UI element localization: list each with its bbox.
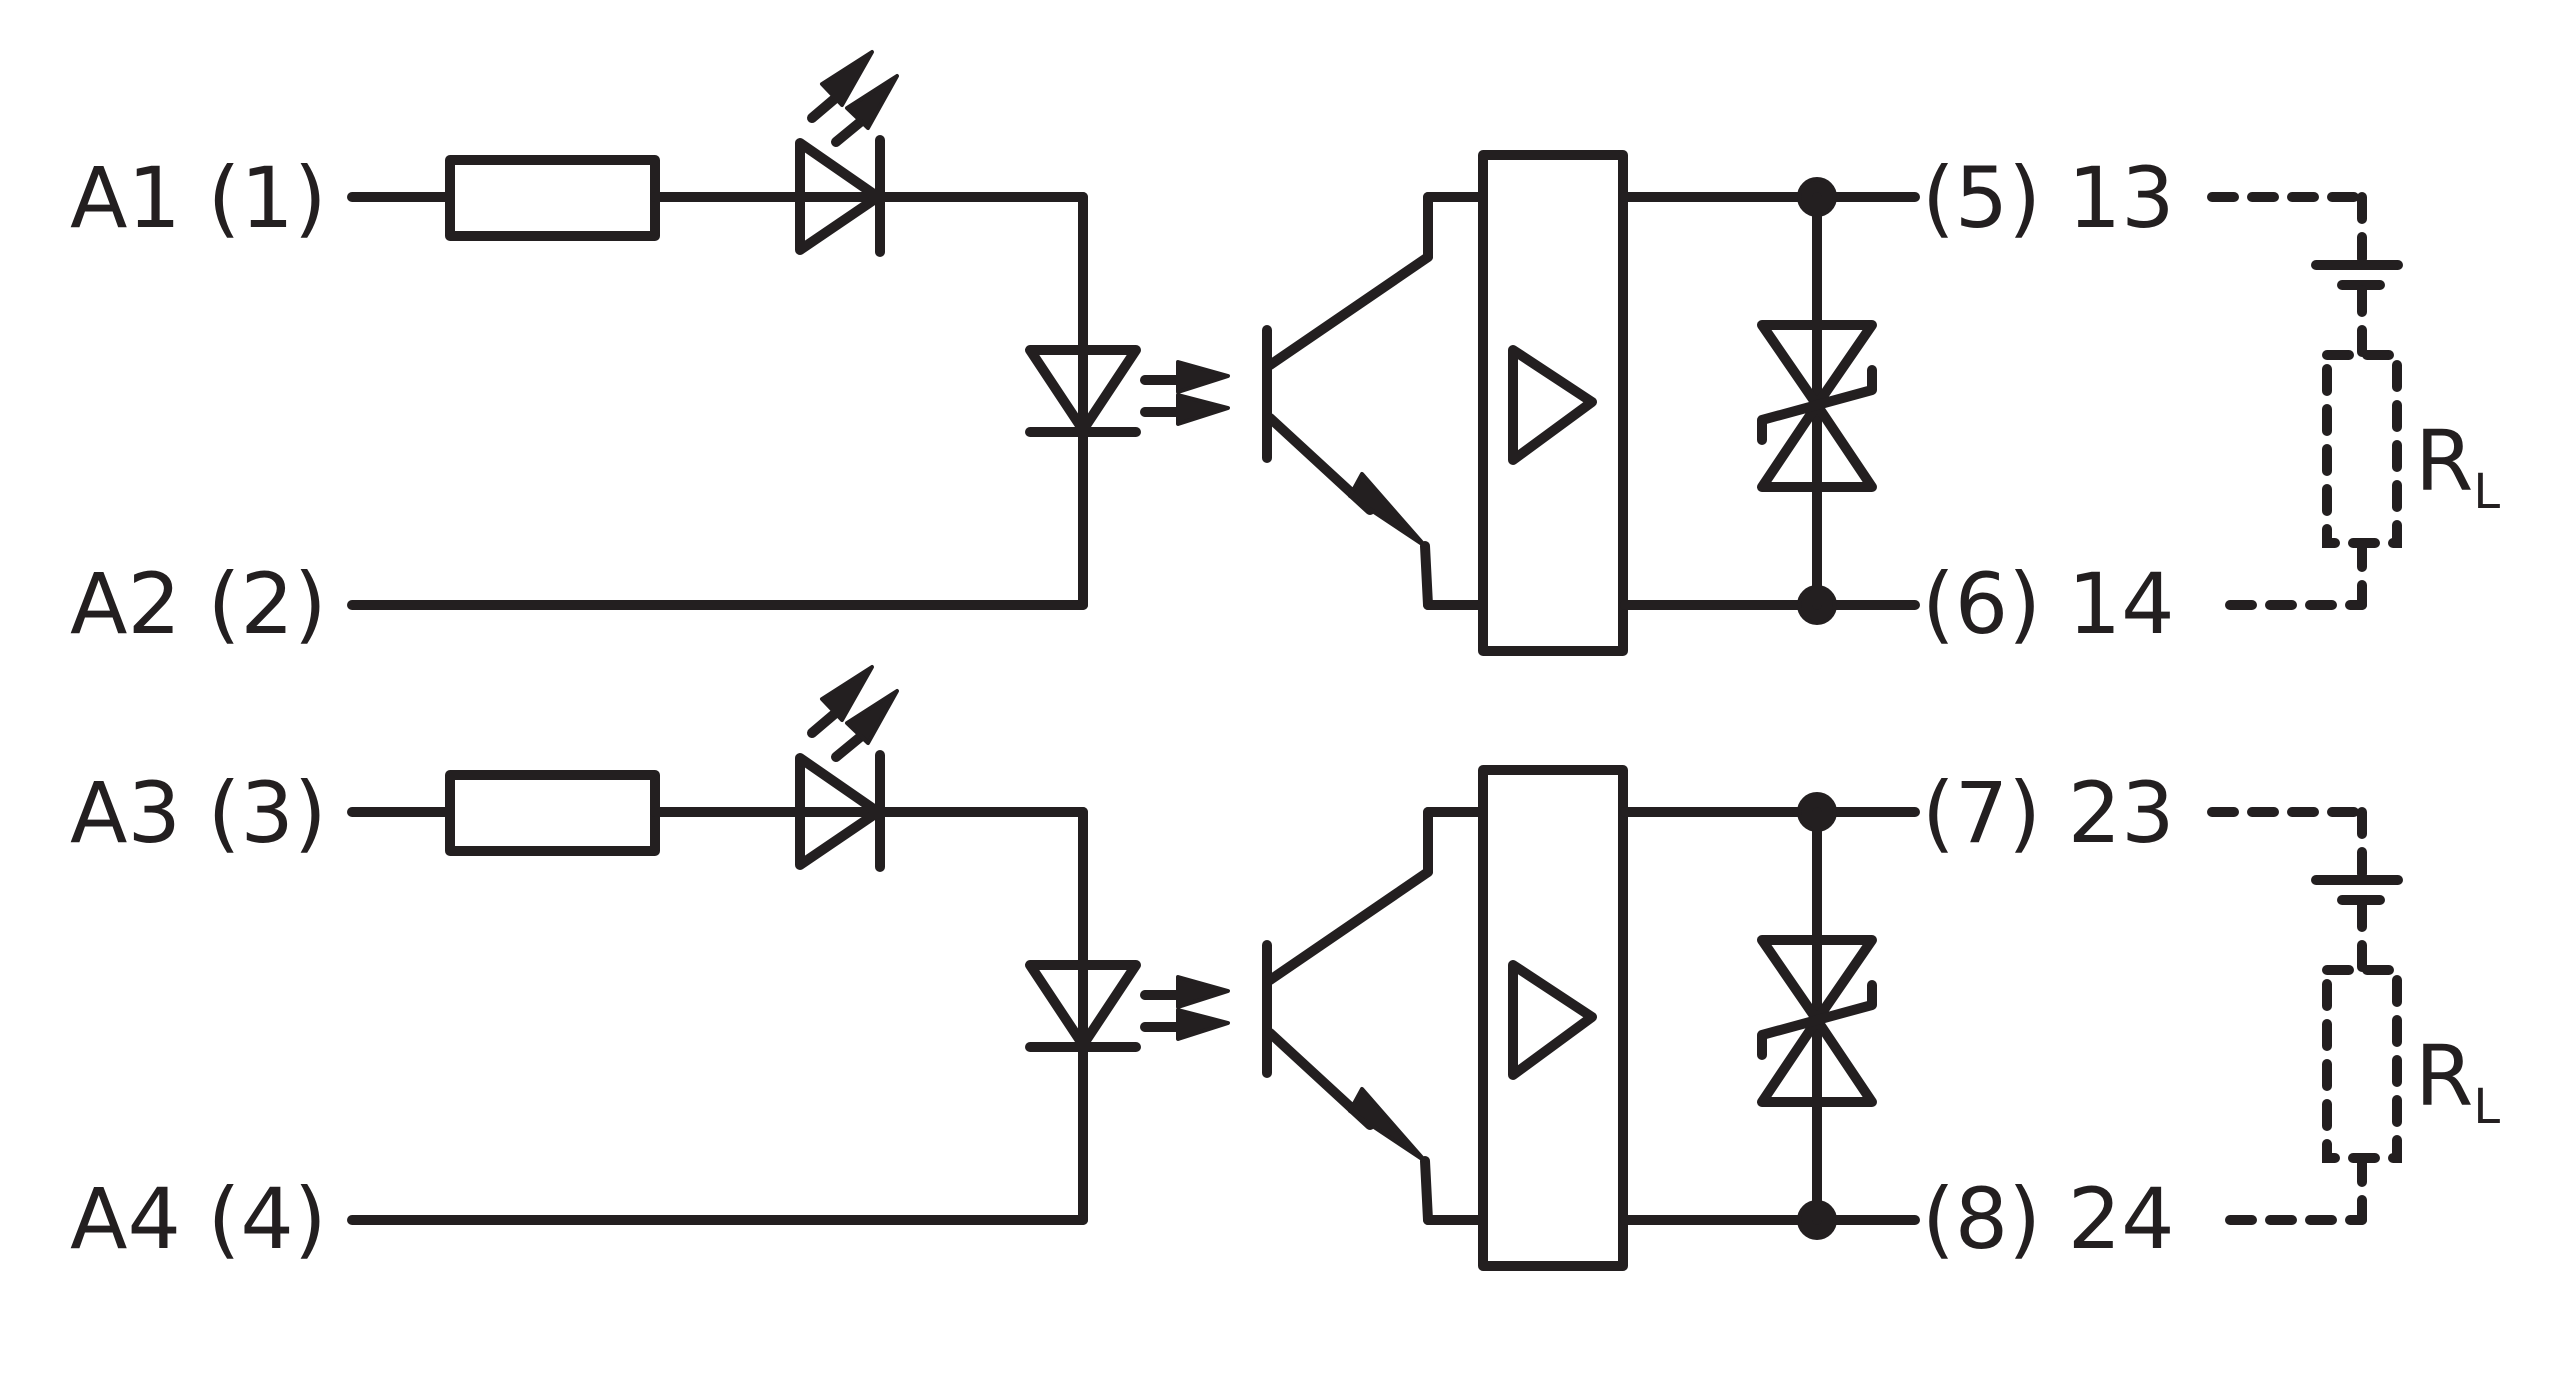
input-a4-label: A4 (4) — [70, 1170, 327, 1268]
load-resistor-label: RL — [2415, 412, 2500, 520]
load-r: R — [2415, 412, 2473, 510]
load-subscript: L — [2473, 464, 2500, 520]
load-subscript: L — [2473, 1079, 2500, 1135]
output-13-label: (5) 13 — [1922, 149, 2175, 247]
channel-1-circuit — [352, 52, 1915, 651]
input-a2-label: A2 (2) — [70, 555, 327, 653]
channel-2-circuit — [352, 667, 1915, 1266]
channel-1-external-load — [2212, 197, 2398, 605]
output-23-label: (7) 23 — [1922, 764, 2175, 862]
load-resistor-label: RL — [2415, 1027, 2500, 1135]
load-r: R — [2415, 1027, 2473, 1125]
channel-1: A1 (1) A2 (2) (5) 13 (6) 14 RL — [70, 52, 2500, 653]
output-24-label: (8) 24 — [1922, 1170, 2175, 1268]
channel-2-external-load — [2212, 812, 2398, 1220]
output-14-label: (6) 14 — [1922, 555, 2175, 653]
channel-2: A3 (3) A4 (4) (7) 23 (8) 24 RL — [70, 667, 2500, 1268]
input-a1-label: A1 (1) — [70, 149, 327, 247]
input-a3-label: A3 (3) — [70, 764, 327, 862]
